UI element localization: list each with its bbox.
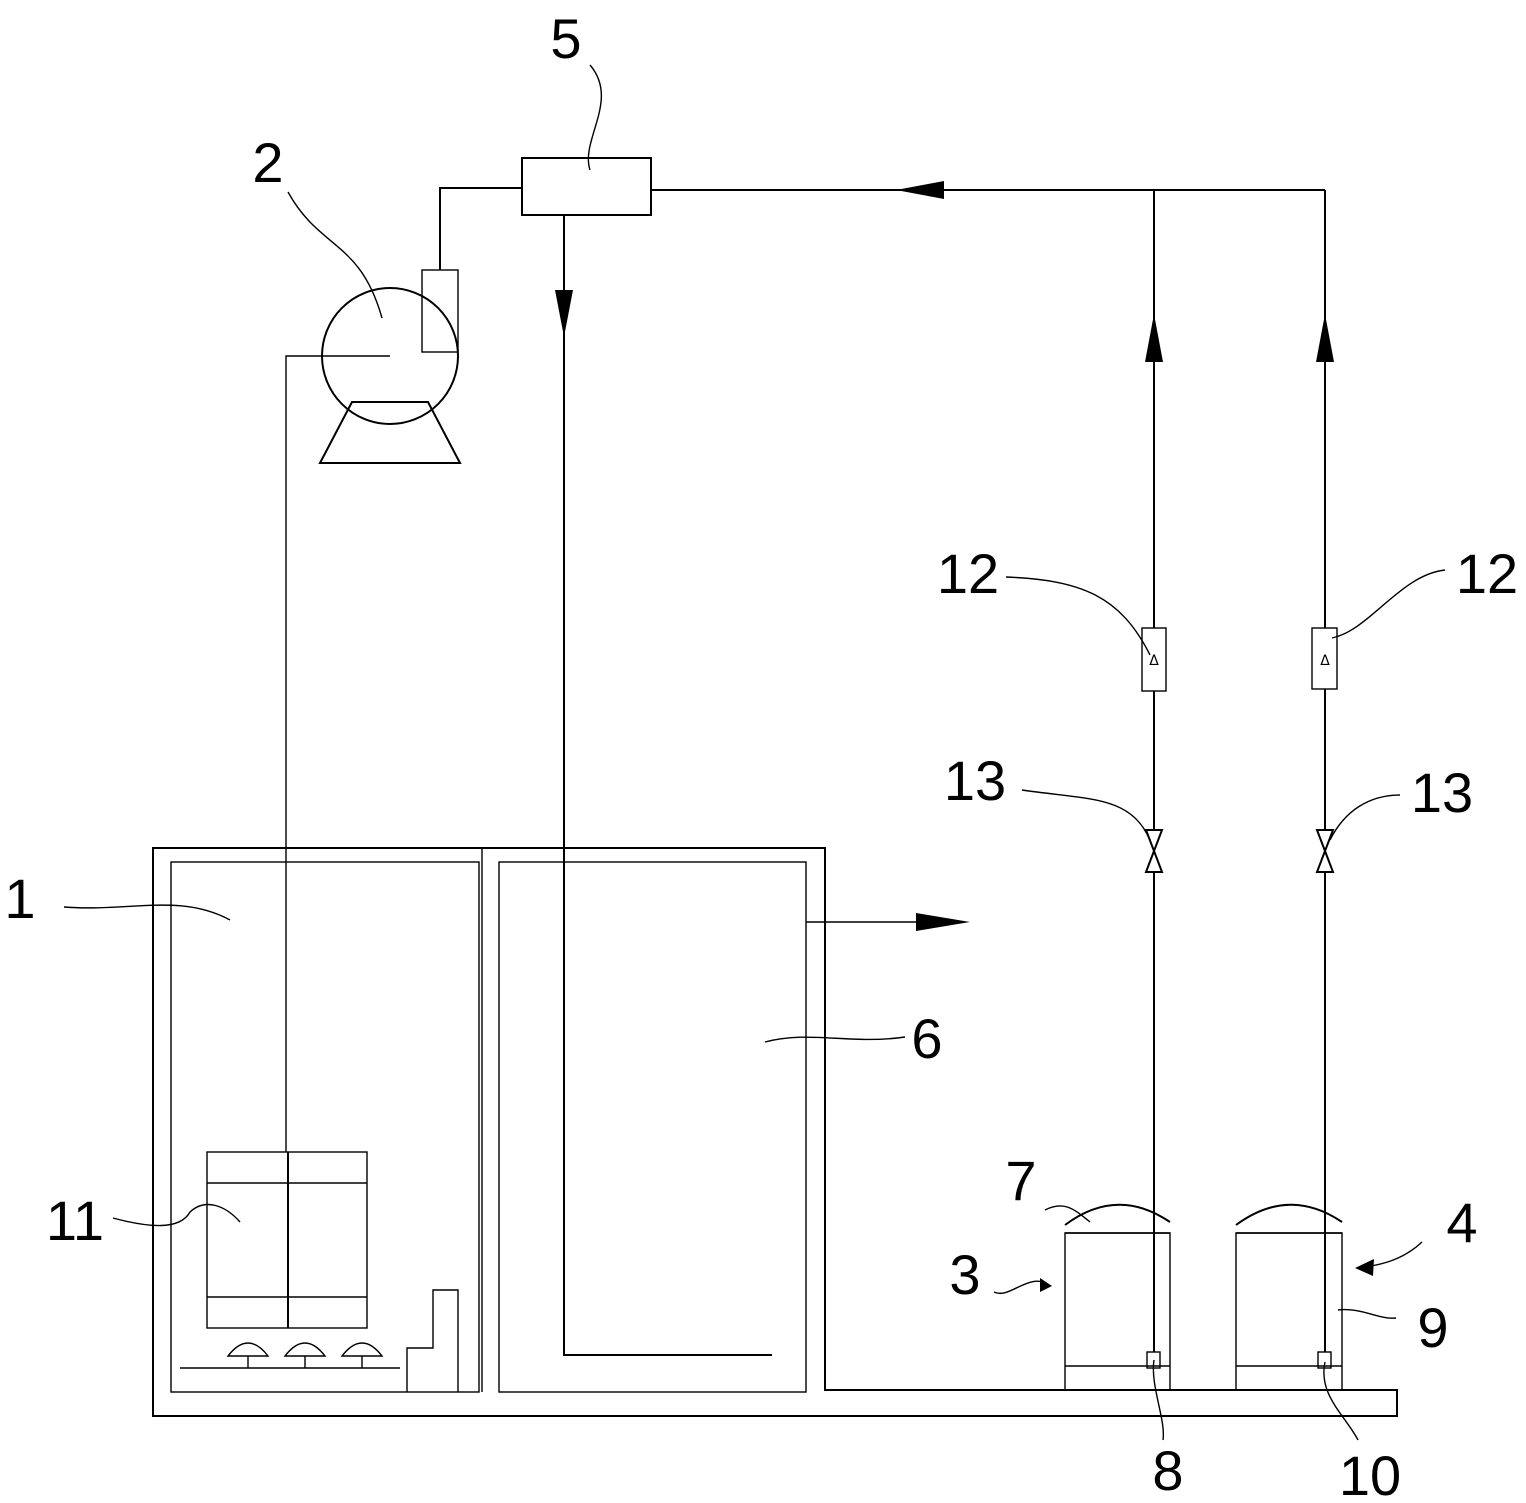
leader-11 bbox=[112, 1203, 241, 1227]
valve-2[interactable] bbox=[1315, 829, 1335, 873]
return-pipe bbox=[563, 215, 772, 1356]
leader-1 bbox=[63, 904, 231, 921]
column-2-riser-arrow bbox=[1316, 314, 1334, 362]
gas-header-arrow bbox=[896, 181, 944, 199]
aerator-3 bbox=[340, 1342, 384, 1368]
valve-1[interactable] bbox=[1144, 829, 1164, 873]
flowmeter-2-symbol: Δ bbox=[1320, 653, 1330, 669]
mixer-unit bbox=[521, 157, 652, 216]
leader-2 bbox=[287, 191, 383, 319]
leader-10 bbox=[1323, 1361, 1359, 1441]
leader-13-left bbox=[1021, 789, 1151, 841]
label-9: 9 bbox=[1417, 1296, 1448, 1359]
leader-12-left bbox=[1005, 576, 1151, 656]
leader-13-right bbox=[1329, 794, 1401, 841]
aerator-2 bbox=[283, 1342, 327, 1368]
label-11: 11 bbox=[46, 1189, 104, 1252]
leader-12-right bbox=[1331, 569, 1446, 639]
return-pipe-arrow bbox=[555, 290, 573, 337]
label-4: 4 bbox=[1446, 1191, 1477, 1254]
label-8: 8 bbox=[1152, 1439, 1183, 1502]
label-6: 6 bbox=[911, 1007, 942, 1070]
outlet-arrow bbox=[916, 913, 970, 931]
leader-3-arrowhead bbox=[1040, 1278, 1052, 1292]
label-7: 7 bbox=[1005, 1149, 1036, 1212]
label-2: 2 bbox=[252, 131, 283, 194]
column-1-riser-arrow bbox=[1145, 314, 1163, 362]
leader-8 bbox=[1152, 1359, 1165, 1441]
label-5: 5 bbox=[550, 7, 581, 70]
label-3: 3 bbox=[949, 1243, 980, 1306]
aerator-1 bbox=[226, 1342, 270, 1368]
label-13-right: 13 bbox=[1411, 761, 1473, 824]
stepped-baffle bbox=[406, 1289, 459, 1392]
pump-discharge-pipe bbox=[439, 187, 522, 270]
leader-5 bbox=[587, 64, 602, 171]
leader-9 bbox=[1337, 1308, 1397, 1319]
label-12-left: 12 bbox=[937, 542, 999, 605]
right-compartment-inner-wall bbox=[498, 861, 807, 1393]
label-12-right: 12 bbox=[1456, 542, 1518, 605]
pump-base bbox=[318, 401, 462, 464]
leader-6 bbox=[764, 1036, 906, 1043]
tank-4-dome bbox=[1235, 1203, 1343, 1226]
left-compartment-inner-wall bbox=[170, 861, 480, 1393]
tank-3-dome bbox=[1064, 1203, 1171, 1226]
leader-4-arrowhead bbox=[1355, 1259, 1374, 1276]
label-13-left: 13 bbox=[944, 749, 1006, 812]
suction-pipe bbox=[285, 355, 390, 1152]
leader-7 bbox=[1044, 1205, 1091, 1223]
label-10: 10 bbox=[1339, 1444, 1401, 1503]
flowmeter-1-symbol: Δ bbox=[1149, 653, 1159, 669]
label-1: 1 bbox=[4, 867, 35, 930]
tank-outer-wall bbox=[152, 847, 1398, 1417]
